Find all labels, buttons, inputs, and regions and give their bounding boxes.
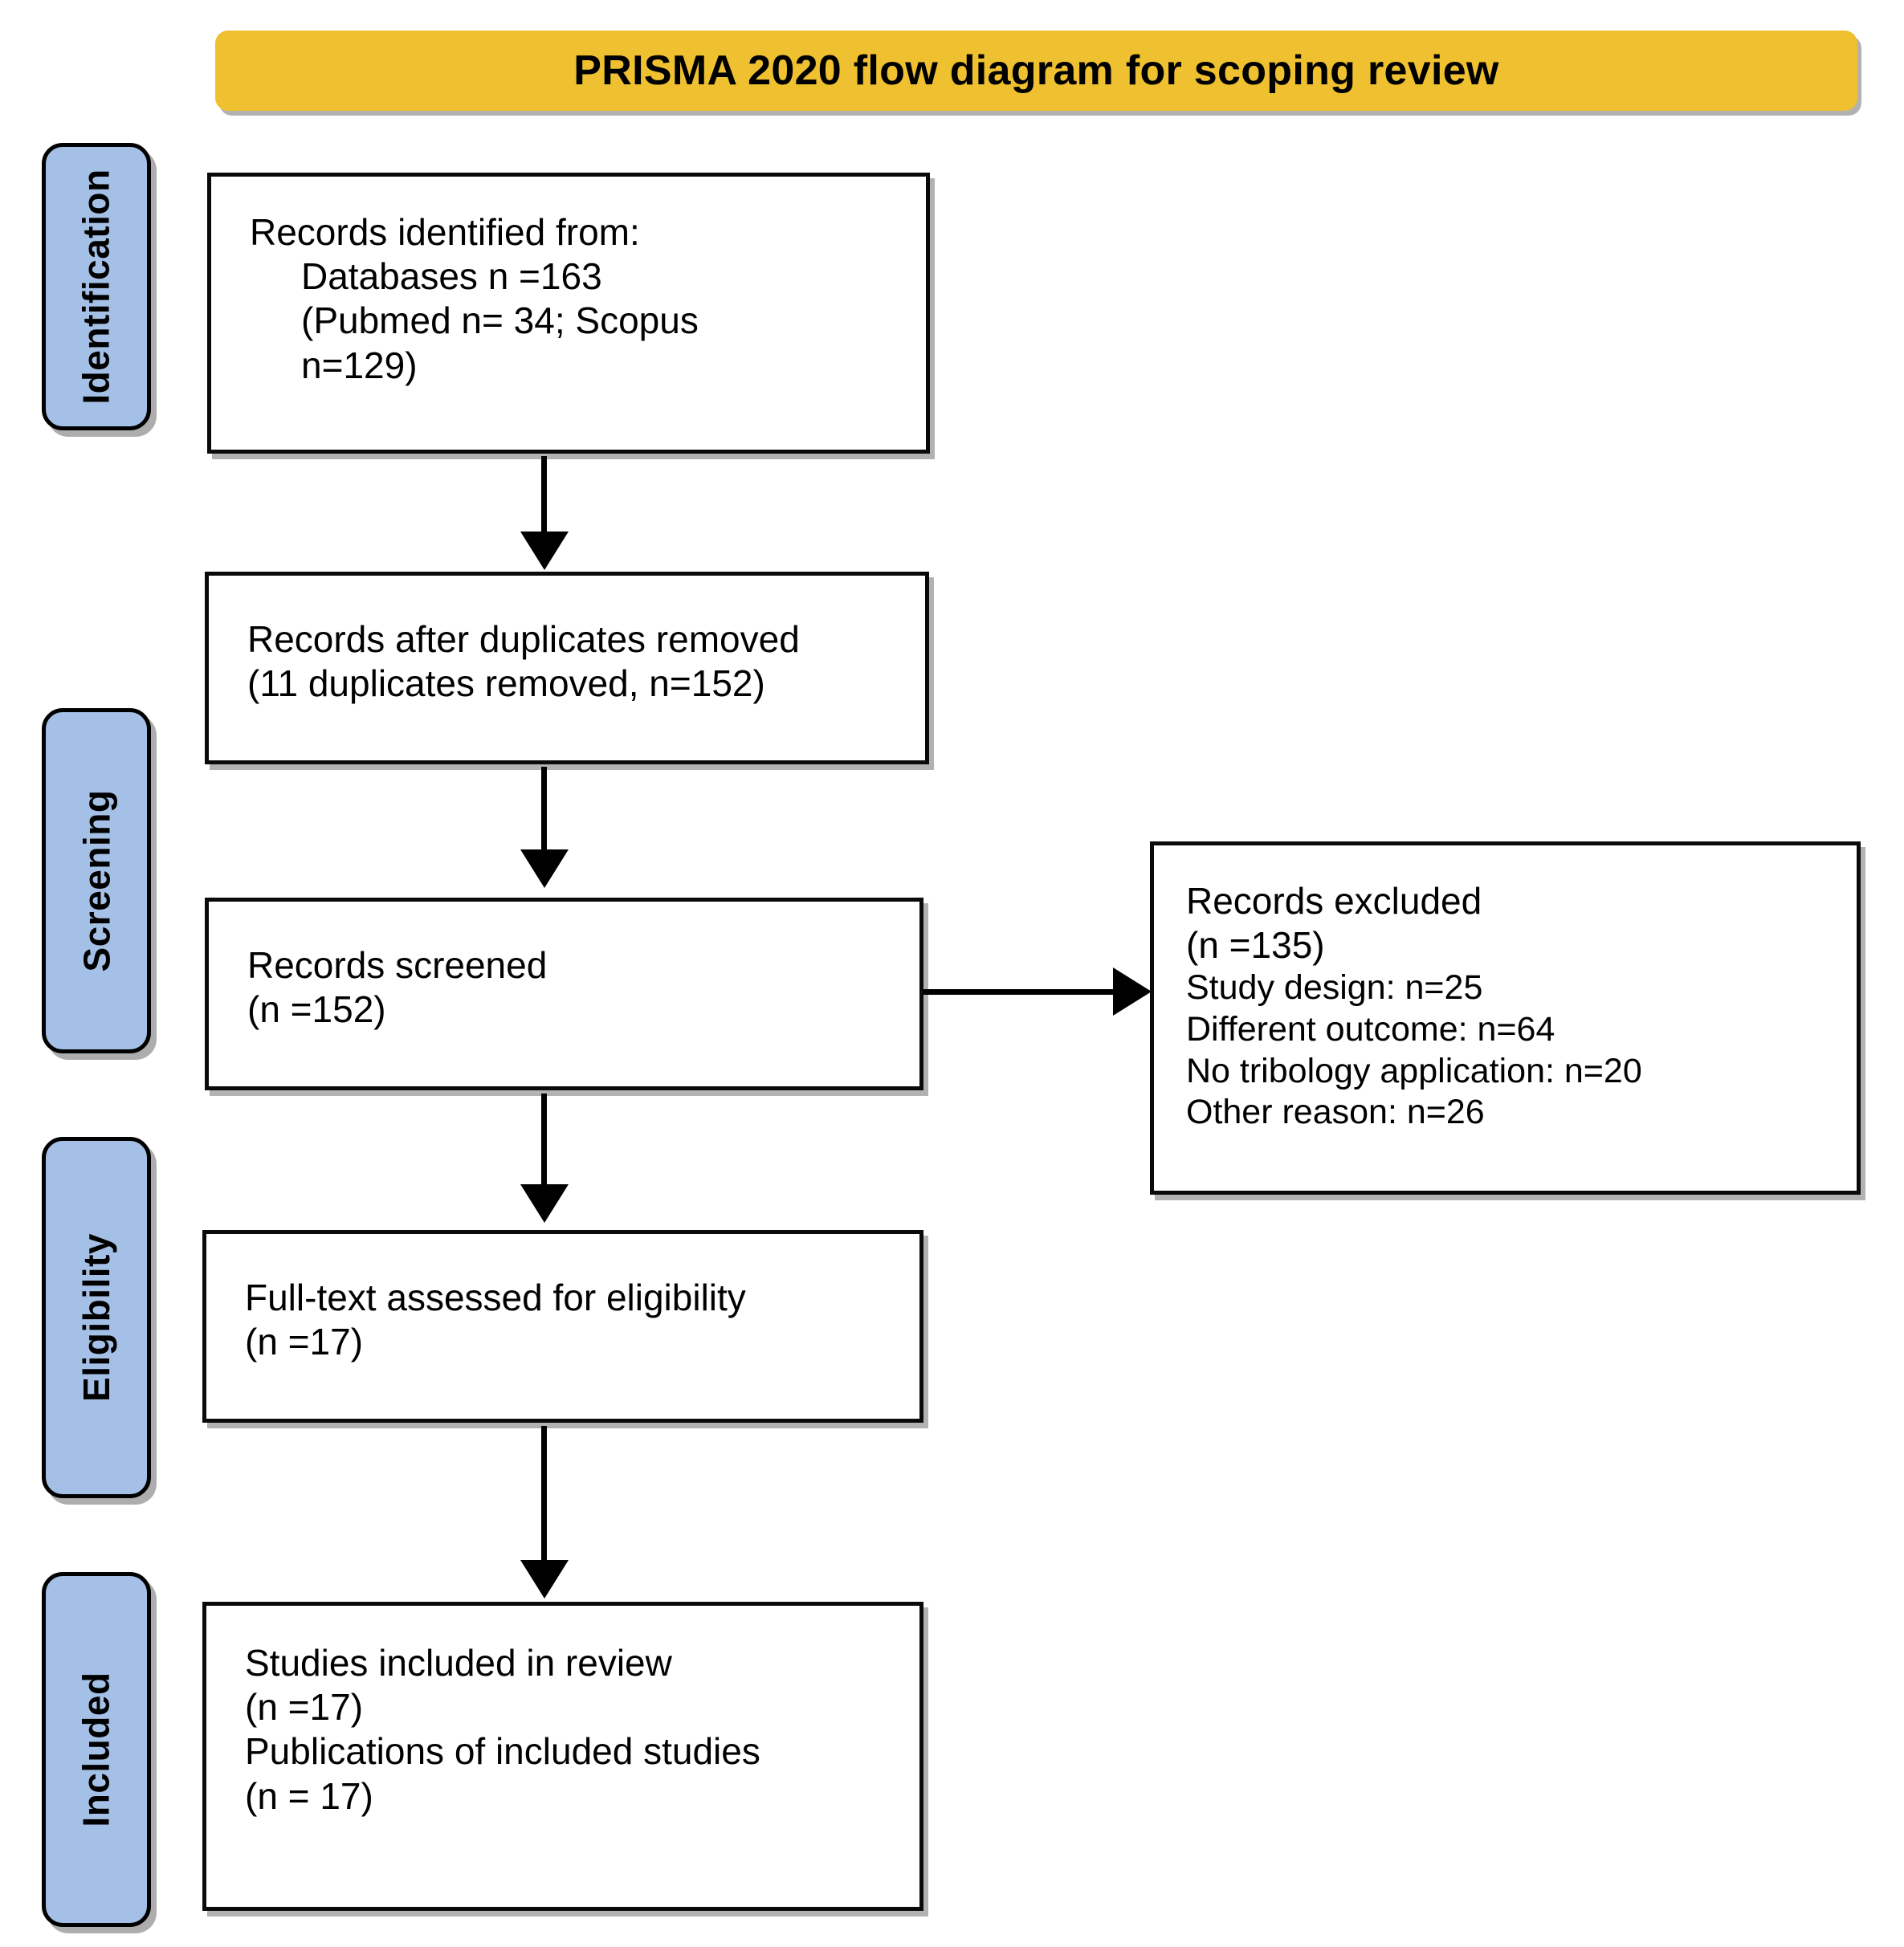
box-studies-included-line-1: Studies included in review bbox=[245, 1642, 672, 1684]
diagram-title: PRISMA 2020 flow diagram for scoping rev… bbox=[573, 47, 1499, 94]
box-records-after-duplicates-line-2: (11 duplicates removed, n=152) bbox=[247, 662, 765, 705]
arrow-screened-to-fulltext-line bbox=[541, 1094, 547, 1187]
box-records-after-duplicates-line-1: Records after duplicates removed bbox=[247, 618, 800, 660]
box-fulltext-assessed: Full-text assessed for eligibility (n =1… bbox=[202, 1230, 923, 1423]
box-studies-included-line-4: (n = 17) bbox=[245, 1774, 373, 1817]
box-records-identified-line-4: n=129) bbox=[301, 344, 418, 386]
box-fulltext-assessed-line-1: Full-text assessed for eligibility bbox=[245, 1277, 746, 1318]
box-records-excluded: Records excluded (n =135) Study design: … bbox=[1150, 841, 1861, 1195]
arrow-duplicates-to-screened-line bbox=[541, 767, 547, 852]
arrow-duplicates-to-screened-head-icon bbox=[520, 849, 569, 888]
stage-label-included-text: Included bbox=[75, 1672, 117, 1827]
stage-label-screening-text: Screening bbox=[75, 789, 118, 972]
box-studies-included-line-3: Publications of included studies bbox=[245, 1730, 760, 1773]
box-studies-included-line-2: (n =17) bbox=[245, 1686, 364, 1729]
arrow-fulltext-to-included-line bbox=[541, 1426, 547, 1562]
arrow-screened-to-excluded-line bbox=[923, 989, 1116, 995]
stage-label-eligibility-text: Eligibility bbox=[75, 1233, 117, 1402]
box-records-screened-line-2: (n =152) bbox=[247, 988, 386, 1031]
box-records-screened: Records screened (n =152) bbox=[205, 898, 923, 1090]
arrow-screened-to-fulltext-head-icon bbox=[520, 1184, 569, 1223]
box-records-excluded-reason-4: Other reason: n=26 bbox=[1186, 1093, 1485, 1132]
stage-label-identification: Identification bbox=[42, 143, 151, 430]
box-records-excluded-reason-1: Study design: n=25 bbox=[1186, 968, 1483, 1008]
arrow-identified-to-duplicates-line bbox=[541, 456, 547, 536]
stage-label-screening: Screening bbox=[42, 708, 151, 1053]
box-records-identified-line-1: Records identified from: bbox=[250, 211, 640, 253]
arrow-screened-to-excluded-head-icon bbox=[1113, 967, 1152, 1016]
box-records-identified-line-3: (Pubmed n= 34; Scopus bbox=[301, 299, 699, 342]
box-records-screened-line-1: Records screened bbox=[247, 944, 548, 986]
box-records-identified-line-2: Databases n =163 bbox=[301, 255, 602, 298]
box-records-after-duplicates: Records after duplicates removed (11 dup… bbox=[205, 572, 929, 764]
box-records-excluded-line-1: Records excluded bbox=[1186, 880, 1482, 922]
stage-label-included: Included bbox=[42, 1572, 151, 1927]
box-studies-included: Studies included in review (n =17) Publi… bbox=[202, 1602, 923, 1911]
arrow-fulltext-to-included-head-icon bbox=[520, 1560, 569, 1599]
box-records-identified: Records identified from: Databases n =16… bbox=[207, 173, 930, 454]
diagram-title-banner: PRISMA 2020 flow diagram for scoping rev… bbox=[215, 31, 1857, 111]
stage-label-identification-text: Identification bbox=[75, 169, 118, 405]
stage-label-eligibility: Eligibility bbox=[42, 1137, 151, 1498]
box-records-excluded-reason-3: No tribology application: n=20 bbox=[1186, 1051, 1642, 1090]
arrow-identified-to-duplicates-head-icon bbox=[520, 532, 569, 570]
box-records-excluded-reason-2: Different outcome: n=64 bbox=[1186, 1009, 1555, 1049]
box-records-excluded-line-2: (n =135) bbox=[1186, 924, 1325, 967]
box-fulltext-assessed-line-2: (n =17) bbox=[245, 1321, 364, 1363]
